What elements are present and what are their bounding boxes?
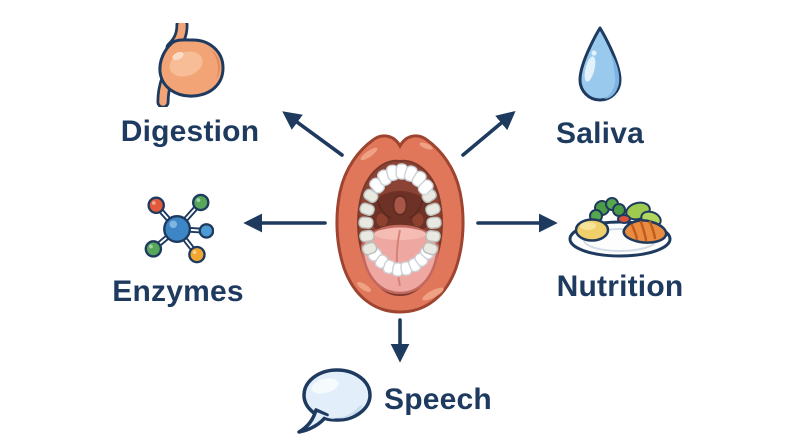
lip-highlight [422, 287, 444, 301]
open-mouth-icon [335, 134, 465, 314]
node-saliva: Saliva [500, 25, 700, 151]
lip-highlight [357, 282, 371, 292]
label-digestion: Digestion [120, 115, 260, 148]
label-nutrition: Nutrition [556, 270, 684, 303]
lip-highlight [360, 147, 378, 161]
lip-highlight [419, 142, 433, 150]
speech-bubble-icon [297, 368, 372, 434]
node-enzymes: Enzymes [78, 191, 278, 309]
node-speech: Speech [296, 366, 492, 434]
top-teeth [369, 163, 434, 196]
label-saliva: Saliva [556, 117, 644, 150]
label-speech: Speech [384, 383, 492, 416]
food-plate-icon [568, 197, 671, 258]
molecule-icon [144, 193, 214, 264]
label-enzymes: Enzymes [112, 275, 244, 308]
tongue [360, 224, 440, 295]
node-nutrition: Nutrition [520, 194, 720, 304]
stomach-icon [156, 23, 225, 107]
throat [368, 191, 432, 237]
node-digestion: Digestion [90, 23, 290, 149]
uvula [392, 195, 408, 216]
water-drop-icon [578, 26, 622, 102]
